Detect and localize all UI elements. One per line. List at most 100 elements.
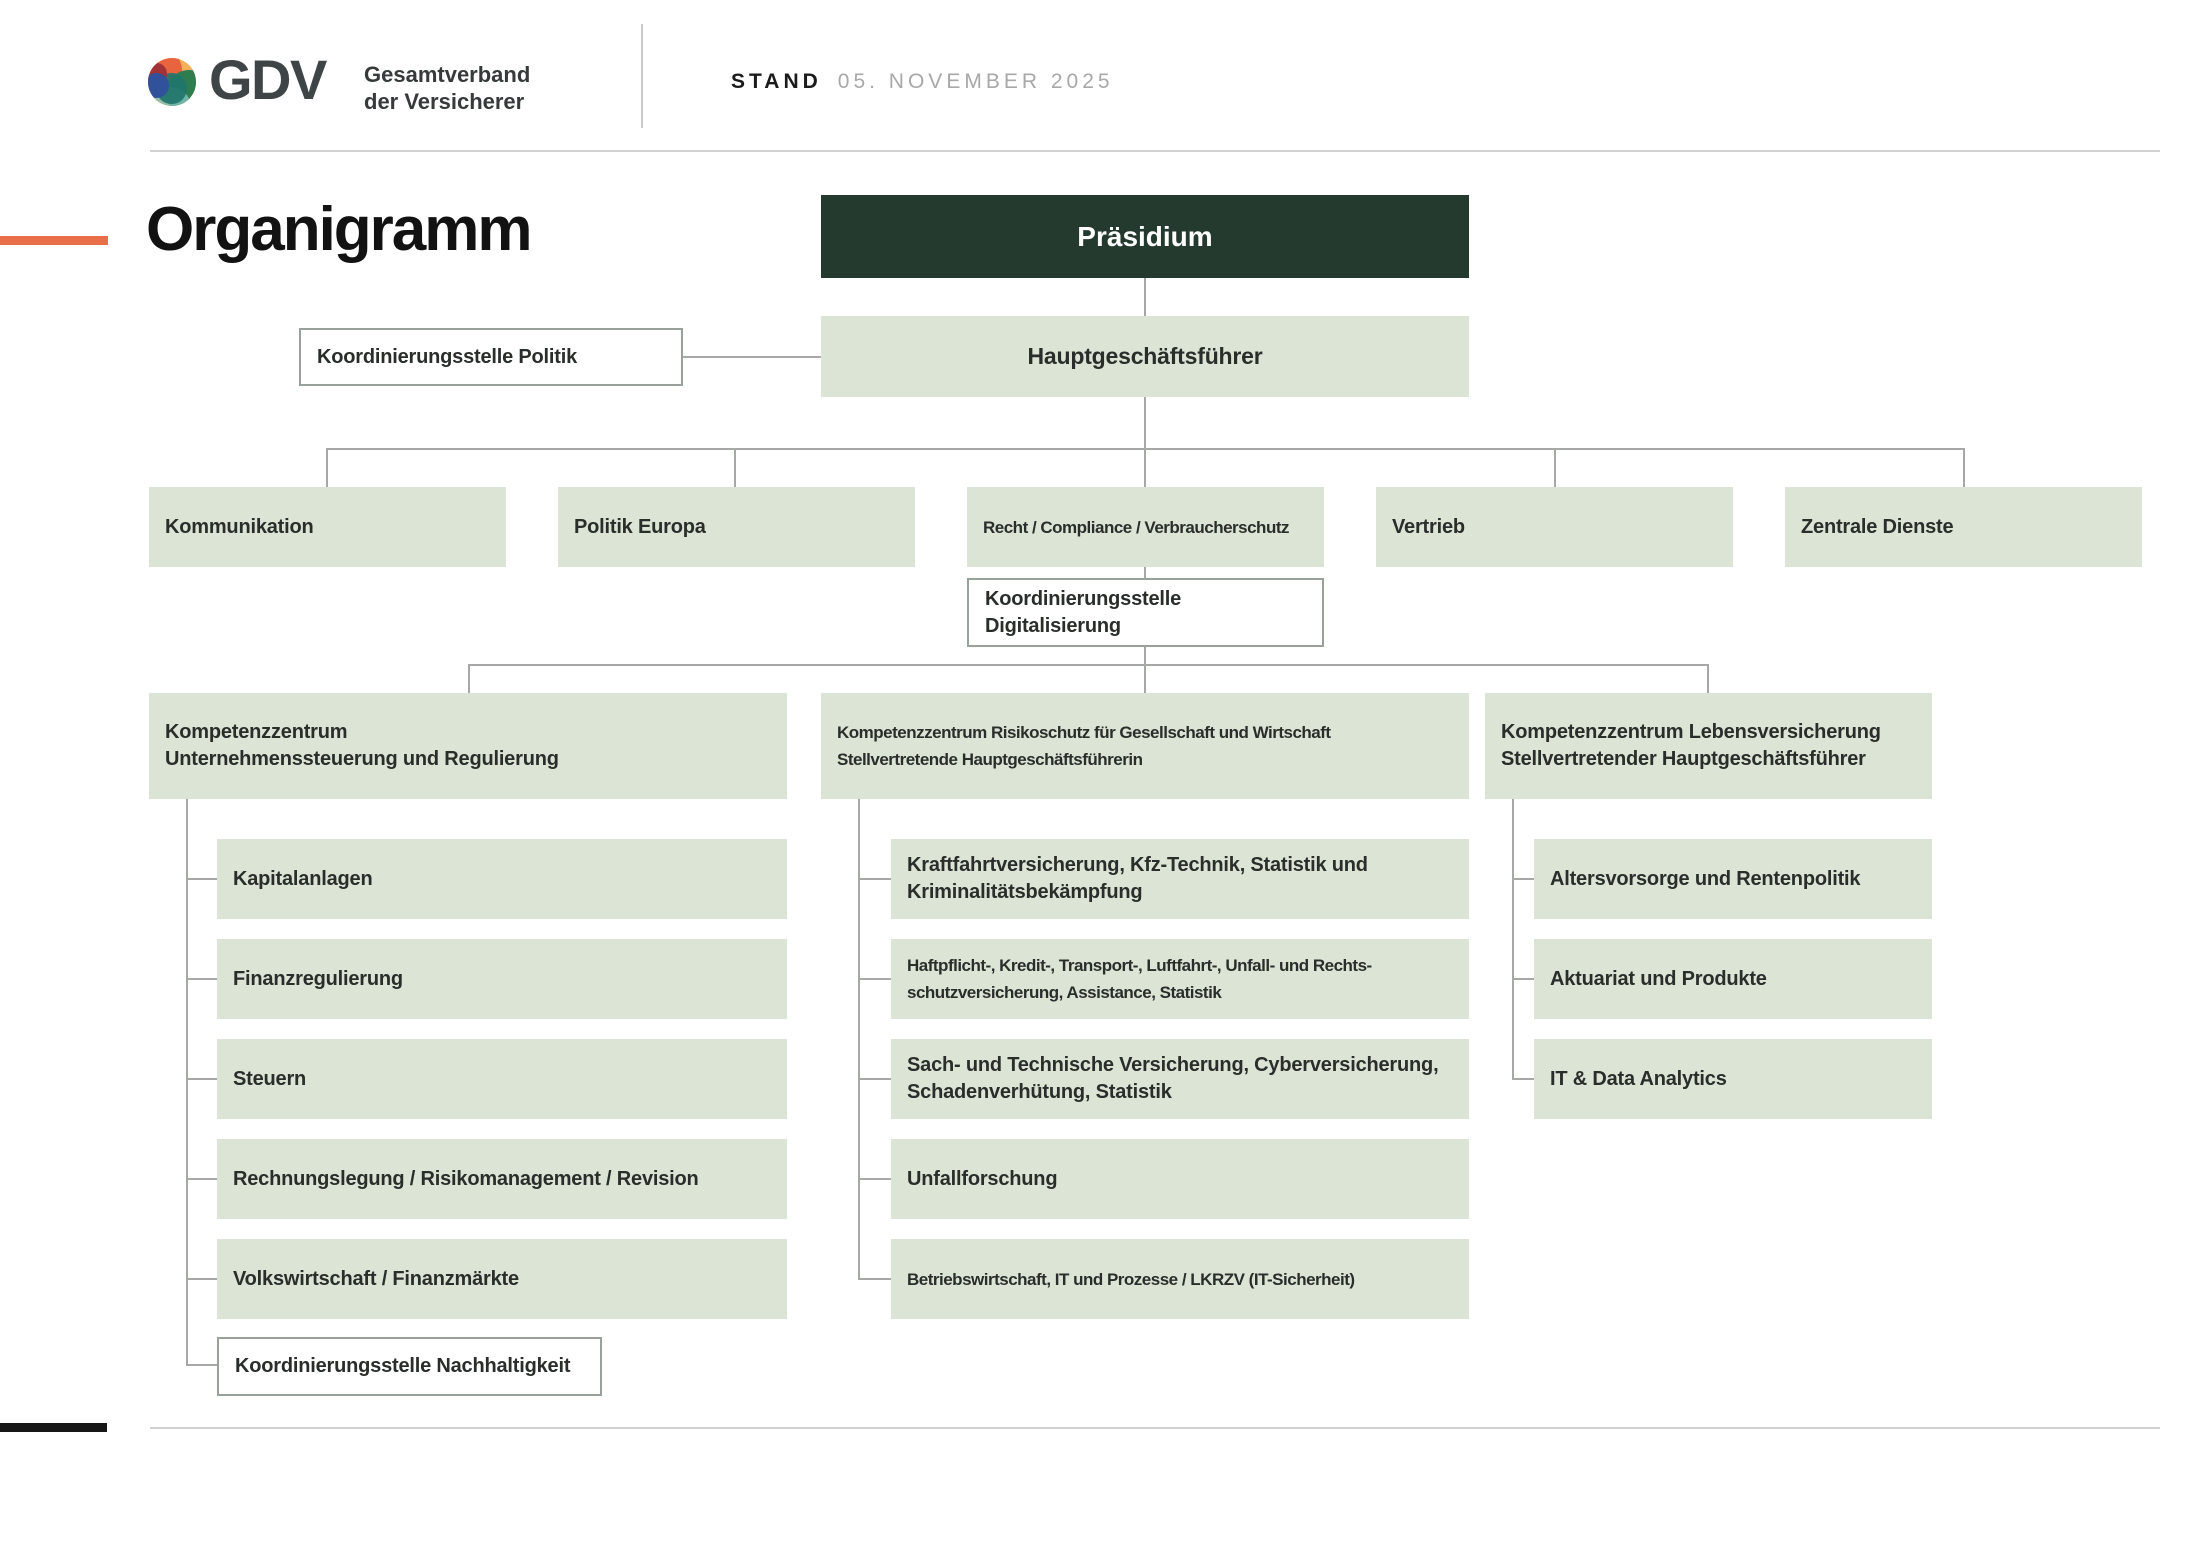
node-steuern: Steuern [217, 1039, 787, 1119]
node-sach-line2: Schadenverhütung, Statistik [907, 1081, 1172, 1103]
node-sach-technische-versicherung: Sach- und Technische Versicherung, Cyber… [891, 1039, 1469, 1119]
connector [858, 1178, 891, 1180]
brand-name: Gesamtverband der Versicherer [364, 61, 530, 115]
page-title: Organigramm [146, 195, 533, 264]
kz3-title-line1: Kompetenzzentrum Lebensversicherung [1501, 721, 1881, 743]
node-recht-label: Recht / Compliance / Verbraucherschutz [983, 517, 1289, 537]
connector [186, 799, 188, 1366]
connector [858, 1278, 891, 1280]
node-koordinierungsstelle-nachhaltigkeit-label: Koordinierungsstelle Nachhaltigkeit [235, 1355, 571, 1377]
connector [858, 978, 891, 980]
kz1-title-line1: Kompetenzzentrum [165, 721, 348, 743]
header-rule [150, 150, 2160, 152]
node-unfallforschung-label: Unfallforschung [907, 1167, 1058, 1190]
connector [468, 664, 1709, 666]
stand-date: STAND 05. NOVEMBER 2025 [731, 70, 1114, 94]
connector [1512, 878, 1534, 880]
accent-dash [0, 236, 108, 245]
stand-label: STAND [731, 70, 822, 93]
connector [1707, 664, 1709, 693]
node-steuern-label: Steuern [233, 1067, 307, 1090]
node-aktuariat: Aktuariat und Produkte [1534, 939, 1932, 1019]
node-it-data-analytics: IT & Data Analytics [1534, 1039, 1932, 1119]
node-kapitalanlagen-label: Kapitalanlagen [233, 867, 373, 890]
footer-dash [0, 1423, 107, 1432]
stand-value: 05. NOVEMBER 2025 [837, 70, 1114, 93]
connector [1554, 448, 1556, 487]
kz2-title-line2: Stellvertretende Hauptgeschäftsführerin [837, 750, 1143, 769]
node-hauptgeschaeftsfuehrer: Hauptgeschäftsführer [821, 316, 1469, 397]
node-kommunikation: Kommunikation [149, 487, 506, 567]
node-recht-compliance-verbraucherschutz: Recht / Compliance / Verbraucherschutz [967, 487, 1324, 567]
connector [1963, 448, 1965, 487]
connector [1512, 978, 1534, 980]
node-it-data-analytics-label: IT & Data Analytics [1550, 1067, 1727, 1090]
header-divider [641, 24, 643, 128]
footer-rule [150, 1427, 2160, 1429]
node-kraftfahrtversicherung-line1: Kraftfahrtversicherung, Kfz-Technik, Sta… [907, 854, 1368, 876]
gdv-logo-icon [148, 58, 196, 106]
node-volkswirtschaft: Volkswirtschaft / Finanzmärkte [217, 1239, 787, 1319]
connector [1144, 278, 1146, 316]
node-zentrale-dienste-label: Zentrale Dienste [1801, 515, 1954, 538]
connector [186, 978, 217, 980]
connector [186, 1364, 217, 1366]
node-rechnungslegung-label: Rechnungslegung / Risikomanagement / Rev… [233, 1167, 699, 1190]
node-altersvorsorge: Altersvorsorge und Rentenpolitik [1534, 839, 1932, 919]
node-altersvorsorge-label: Altersvorsorge und Rentenpolitik [1550, 867, 1861, 890]
connector [186, 1078, 217, 1080]
node-betriebswirtschaft: Betriebswirtschaft, IT und Prozesse / LK… [891, 1239, 1469, 1319]
node-politik-europa-label: Politik Europa [574, 515, 706, 538]
node-kraftfahrtversicherung: Kraftfahrtversicherung, Kfz-Technik, Sta… [891, 839, 1469, 919]
node-kraftfahrtversicherung-line2: Kriminalitätsbekämpfung [907, 881, 1143, 903]
connector [326, 448, 328, 487]
connector [1144, 567, 1146, 578]
connector [186, 878, 217, 880]
connector [186, 1178, 217, 1180]
connector [186, 1278, 217, 1280]
node-koordinierungsstelle-digitalisierung-line2: Digitalisierung [985, 614, 1121, 637]
kz1-title-line2: Unternehmenssteuerung und Regulierung [165, 748, 559, 770]
node-unfallforschung: Unfallforschung [891, 1139, 1469, 1219]
brand-name-line1: Gesamtverband [364, 62, 531, 87]
connector [858, 799, 860, 1280]
connector [858, 1078, 891, 1080]
node-hauptgeschaeftsfuehrer-label: Hauptgeschäftsführer [1027, 343, 1263, 369]
node-haftpflicht: Haftpflicht-, Kredit-, Transport-, Luftf… [891, 939, 1469, 1019]
brand-acronym: GDV [209, 48, 327, 111]
node-kompetenzzentrum-1: Kompetenzzentrum Unternehmenssteuerung u… [149, 693, 787, 799]
node-kompetenzzentrum-3: Kompetenzzentrum Lebensversicherung Stel… [1485, 693, 1932, 799]
connector [1144, 397, 1146, 487]
node-haftpflicht-line1: Haftpflicht-, Kredit-, Transport-, Luftf… [907, 956, 1372, 975]
connector [1512, 1078, 1534, 1080]
node-finanzregulierung-label: Finanzregulierung [233, 967, 403, 990]
connector [683, 356, 821, 358]
node-koordinierungsstelle-politik: Koordinierungsstelle Politik [299, 328, 683, 386]
node-vertrieb-label: Vertrieb [1392, 515, 1465, 538]
node-sach-line1: Sach- und Technische Versicherung, Cyber… [907, 1054, 1439, 1076]
node-finanzregulierung: Finanzregulierung [217, 939, 787, 1019]
node-kommunikation-label: Kommunikation [165, 515, 314, 538]
node-praesidium: Präsidium [821, 195, 1469, 278]
node-aktuariat-label: Aktuariat und Produkte [1550, 967, 1767, 990]
node-zentrale-dienste: Zentrale Dienste [1785, 487, 2142, 567]
connector [1512, 799, 1514, 1079]
node-betriebswirtschaft-label: Betriebswirtschaft, IT und Prozesse / LK… [907, 1269, 1355, 1289]
connector [1144, 647, 1146, 693]
node-koordinierungsstelle-digitalisierung-line1: Koordinierungsstelle [985, 587, 1182, 610]
node-kapitalanlagen: Kapitalanlagen [217, 839, 787, 919]
connector [734, 448, 736, 487]
connector [858, 878, 891, 880]
node-haftpflicht-line2: schutzversicherung, Assistance, Statisti… [907, 983, 1222, 1002]
node-rechnungslegung: Rechnungslegung / Risikomanagement / Rev… [217, 1139, 787, 1219]
node-koordinierungsstelle-digitalisierung: Koordinierungsstelle Digitalisierung [967, 578, 1324, 647]
kz2-title-line1: Kompetenzzentrum Risikoschutz für Gesell… [837, 723, 1331, 742]
node-politik-europa: Politik Europa [558, 487, 915, 567]
node-volkswirtschaft-label: Volkswirtschaft / Finanzmärkte [233, 1267, 519, 1290]
connector [326, 448, 1965, 450]
node-koordinierungsstelle-politik-label: Koordinierungsstelle Politik [317, 345, 577, 368]
node-koordinierungsstelle-nachhaltigkeit: Koordinierungsstelle Nachhaltigkeit [217, 1337, 602, 1396]
node-vertrieb: Vertrieb [1376, 487, 1733, 567]
kz3-title-line2: Stellvertretender Hauptgeschäftsführer [1501, 748, 1866, 770]
